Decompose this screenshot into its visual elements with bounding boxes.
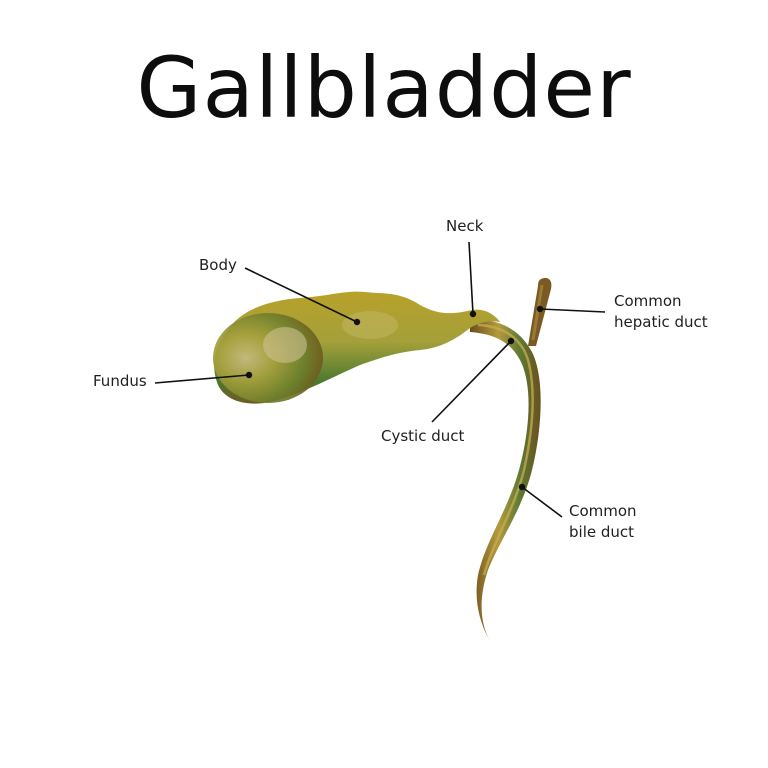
common-bile-duct-marker-dot: [518, 483, 526, 491]
fundus-leader-line: [154, 374, 250, 384]
fundus-marker-dot: [245, 371, 253, 379]
label-cystic-duct: Cystic duct: [381, 427, 465, 445]
label-common-bile-duct-line1: Common: [569, 502, 637, 520]
label-common-hepatic-duct-line1: Common: [614, 292, 682, 310]
body-leader-line: [244, 267, 358, 323]
label-common-bile-duct: Common bile duct: [569, 501, 637, 543]
neck-leader-line: [468, 241, 474, 315]
common-hepatic-duct-marker-dot: [536, 305, 544, 313]
label-body: Body: [199, 256, 237, 274]
cystic-duct-leader-line: [431, 340, 512, 423]
common-hepatic-duct-leader-line: [539, 308, 606, 313]
label-common-hepatic-duct-line2: hepatic duct: [614, 313, 708, 331]
gallbladder-fundus-shape: [213, 313, 323, 403]
body-marker-dot: [353, 318, 361, 326]
diagram-title: Gallbladder: [136, 39, 632, 137]
common-bile-duct-leader-line: [521, 486, 563, 518]
label-common-bile-duct-line2: bile duct: [569, 523, 635, 541]
label-fundus: Fundus: [93, 372, 147, 390]
label-neck: Neck: [446, 217, 484, 235]
neck-marker-dot: [469, 310, 477, 318]
cystic-duct-marker-dot: [507, 337, 515, 345]
label-common-hepatic-duct: Common hepatic duct: [614, 291, 708, 333]
